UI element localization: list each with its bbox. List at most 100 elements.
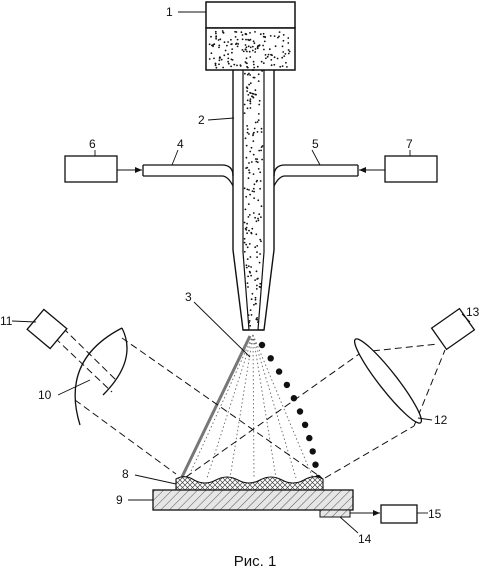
powder-particle	[243, 103, 246, 106]
powder-particle	[253, 131, 255, 134]
powder-particle	[244, 137, 247, 140]
label-recorder: 15	[428, 507, 442, 521]
powder-particle	[210, 52, 213, 55]
powder-particle	[256, 284, 258, 287]
powder-hopper	[205, 1, 296, 71]
powder-particle	[246, 166, 249, 169]
powder-particle	[261, 70, 263, 72]
powder-particle	[260, 216, 262, 219]
gas-supply-unit-left	[64, 155, 118, 183]
powder-particle	[217, 39, 220, 41]
powder-particle	[249, 100, 252, 102]
label-nozzle: 2	[198, 113, 205, 127]
powder-particle	[246, 222, 249, 225]
figure-caption: Рис. 1	[234, 553, 277, 570]
powder-particle	[256, 256, 258, 258]
powder-particle	[263, 40, 266, 43]
powder-particle	[251, 227, 254, 230]
powder-particle	[223, 54, 226, 57]
powder-particle	[231, 43, 233, 45]
nozzle-powder-flow	[243, 69, 264, 327]
powder-particle	[282, 34, 285, 36]
powder-particle	[249, 271, 252, 274]
powder-particle	[208, 58, 211, 60]
powder-particle	[230, 65, 233, 68]
label-hopper: 1	[166, 5, 173, 19]
powder-particle	[284, 53, 287, 55]
powder-particle	[249, 46, 252, 49]
powder-particle	[249, 98, 252, 100]
powder-particle	[260, 149, 262, 152]
powder-particle	[259, 180, 262, 182]
powder-particle	[258, 285, 261, 288]
optical-paths	[54, 327, 446, 479]
powder-particle	[227, 60, 230, 63]
powder-particle	[246, 50, 248, 53]
powder-particle	[246, 258, 249, 260]
temperature-sensor	[319, 509, 351, 518]
powder-particle	[266, 55, 269, 58]
powder-particle	[235, 42, 238, 45]
powder-particle	[214, 30, 217, 33]
powder-particle	[256, 179, 258, 182]
powder-particle	[249, 56, 252, 58]
label-lens: 12	[434, 413, 448, 427]
powder-particle	[245, 57, 248, 60]
powder-particle	[258, 213, 261, 216]
powder-particle	[260, 205, 263, 208]
powder-particle	[249, 32, 251, 34]
powder-particle	[256, 251, 258, 254]
powder-particle	[235, 31, 238, 33]
powder-particle	[245, 144, 248, 147]
powder-particle	[251, 69, 254, 71]
powder-particle	[248, 321, 251, 324]
powder-particle	[255, 220, 258, 223]
powder-particle	[256, 317, 258, 319]
powder-particle	[265, 57, 267, 60]
powder-particle	[256, 158, 259, 161]
label-pipe-left: 4	[177, 137, 184, 151]
powder-particle	[251, 292, 254, 295]
powder-particle	[252, 187, 255, 190]
powder-particle	[259, 253, 261, 255]
powder-particle	[248, 320, 251, 322]
powder-particle	[215, 66, 218, 69]
powder-particle	[249, 150, 252, 153]
powder-particle	[260, 131, 263, 133]
powder-particle	[248, 162, 250, 164]
powder-particle	[241, 38, 244, 41]
powder-particle	[212, 43, 215, 46]
powder-particle	[285, 61, 287, 64]
powder-particle	[222, 31, 224, 34]
powder-particle	[281, 65, 284, 67]
powder-particle	[215, 37, 218, 40]
powder-particle	[243, 187, 246, 190]
particle-trajectory	[258, 341, 322, 482]
powder-particle	[253, 42, 256, 45]
powder-particle	[256, 47, 259, 50]
powder-particle	[246, 66, 249, 69]
powder-particle	[256, 245, 259, 247]
powder-particle	[243, 112, 246, 114]
powder-particle	[249, 92, 252, 94]
powder-particle	[254, 89, 257, 92]
powder-particle	[243, 221, 246, 224]
powder-particle	[260, 240, 262, 243]
powder-particle	[246, 107, 249, 110]
powder-particle	[264, 36, 267, 39]
powder-particle	[287, 52, 290, 55]
camera-left	[26, 308, 68, 350]
powder-particle	[253, 183, 256, 186]
powder-particle	[246, 188, 249, 191]
powder-particle	[239, 64, 242, 66]
powder-particle	[243, 237, 246, 240]
powder-particle	[243, 241, 246, 244]
powder-particle	[253, 197, 256, 200]
powder-particle	[255, 160, 258, 163]
powder-particle	[288, 50, 291, 53]
powder-particle	[246, 125, 249, 127]
powder-particle	[254, 31, 256, 33]
powder-particle	[281, 56, 284, 59]
powder-particle	[244, 208, 247, 211]
